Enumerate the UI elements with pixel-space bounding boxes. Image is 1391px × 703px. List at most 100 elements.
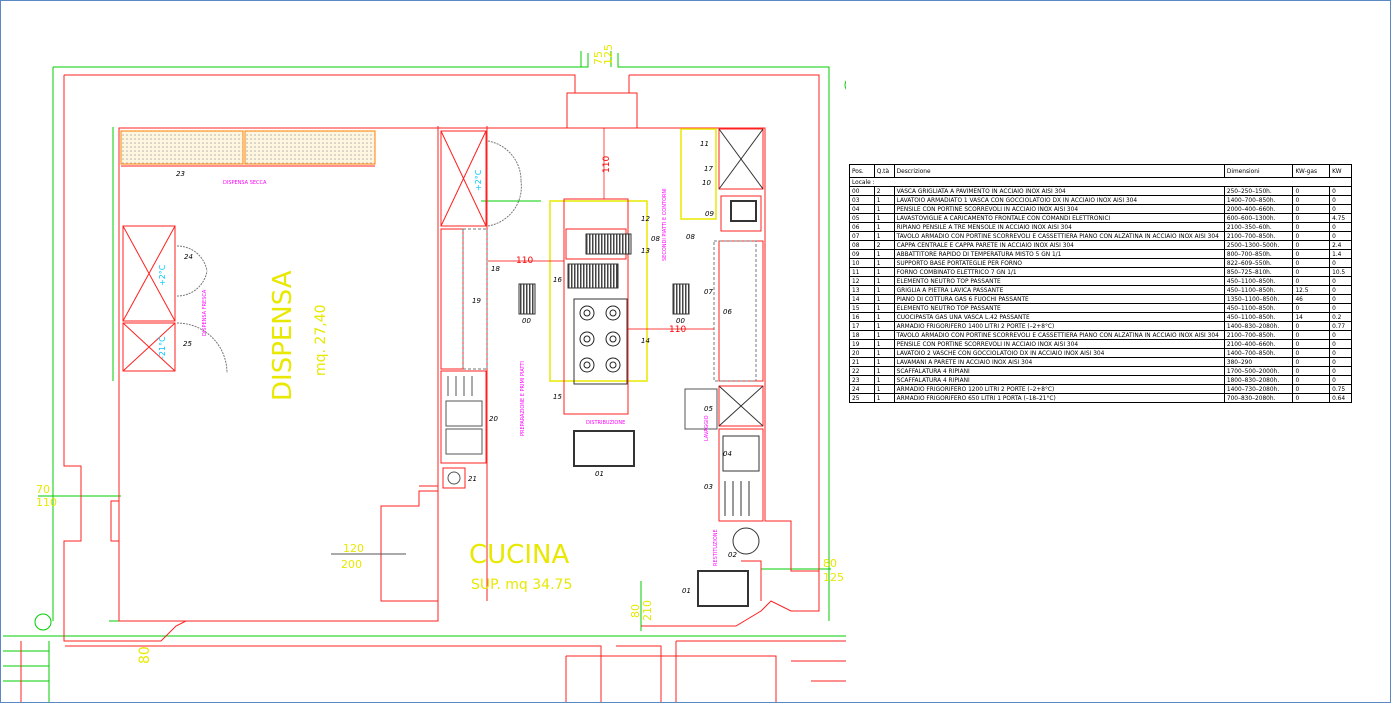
cell-pos: 17 [849, 321, 875, 331]
svg-text:01: 01 [682, 587, 691, 595]
svg-text:07: 07 [704, 288, 713, 296]
cell-kw: 0.2 [1329, 312, 1352, 322]
cell-pos: 19 [849, 339, 875, 349]
hood-08 [549, 200, 648, 382]
cell-dim: 2100–700–850h. [1223, 330, 1294, 340]
dimension-lines [488, 128, 714, 330]
cell-qta: 1 [873, 303, 895, 313]
cell-qta: 1 [873, 267, 895, 277]
cell-kwgas: 0 [1292, 258, 1331, 268]
cell-desc: CAPPA CENTRALE E CAPPA PARETE IN ACCIAIO… [893, 240, 1225, 250]
floor-grate-left [518, 283, 536, 315]
cell-desc: TAVOLO ARMADIO CON PORTINE SCORREVOLI E … [893, 330, 1225, 340]
cell-dim: 450–1100–850h. [1223, 303, 1294, 313]
svg-text:18: 18 [491, 265, 500, 273]
cell-pos: 16 [849, 312, 875, 322]
svg-text:23: 23 [176, 170, 185, 178]
cell-qta: 1 [873, 330, 895, 340]
svg-text:19: 19 [472, 297, 481, 305]
cell-kwgas: 14 [1292, 312, 1331, 322]
cell-desc: CUOCIPASTA GAS UNA VASCA L.42 PASSANTE [893, 312, 1225, 322]
cell-dim: 800–700–850h. [1223, 249, 1294, 259]
svg-text:02: 02 [728, 551, 737, 559]
cell-qta: 1 [873, 312, 895, 322]
svg-text:110: 110 [516, 256, 533, 266]
cell-qta: 1 [873, 384, 895, 394]
cell-kw: 0 [1329, 276, 1352, 286]
svg-text:10: 10 [702, 179, 711, 187]
svg-text:11: 11 [700, 140, 709, 148]
cell-dim: 380–290 [1223, 357, 1294, 367]
dimension-labels: 75 125 70 110 120 200 80 125 80 210 80 [36, 44, 844, 664]
cell-dim: 450–1100–850h. [1223, 285, 1294, 295]
cell-dim: 600–600–1300h. [1223, 213, 1294, 223]
cell-kw: 0 [1329, 357, 1352, 367]
wall-hood-08 [680, 128, 717, 220]
cell-desc: LAVATOIO ARMADIATO 1 VASCA CON GOCCIOLAT… [893, 195, 1225, 205]
cell-qta: 1 [873, 258, 895, 268]
walls [20, 74, 846, 702]
cell-dim: 850–725–810h. [1223, 267, 1294, 277]
cell-kwgas: 0 [1292, 339, 1331, 349]
cell-qta: 2 [873, 240, 895, 250]
svg-text:05: 05 [704, 405, 713, 413]
svg-text:125: 125 [602, 44, 615, 65]
svg-text:110: 110 [36, 496, 57, 509]
cell-kw: 0.75 [1329, 384, 1352, 394]
svg-text:17: 17 [704, 165, 713, 173]
zone-distribuzione: DISTRIBUZIONE [586, 420, 625, 426]
svg-text:125: 125 [823, 571, 844, 584]
svg-text:13: 13 [641, 247, 650, 255]
cell-kwgas: 0 [1292, 267, 1331, 277]
cell-kw: 0 [1329, 204, 1352, 214]
cell-kw: 0 [1329, 258, 1352, 268]
oven-11 [718, 128, 764, 190]
cell-kw: 0 [1329, 375, 1352, 385]
cell-desc: SCAFFALATURA 4 RIPIANI [893, 366, 1225, 376]
handwash-21 [442, 467, 466, 489]
cell-desc: SCAFFALATURA 4 RIPIANI [893, 375, 1225, 385]
header-kw: KW [1329, 164, 1352, 178]
cell-pos: 13 [849, 285, 875, 295]
cell-desc: FORNO COMBINATO ELETTRICO 7 GN 1/1 [893, 267, 1225, 277]
zone-preparazione: PREPARAZIONE E PRIMI PIATTI [520, 361, 526, 436]
dispensa-area: mq. 27,40 [313, 304, 329, 376]
svg-text:24: 24 [184, 253, 193, 261]
cell-kw: 0 [1329, 348, 1352, 358]
cell-pos: 07 [849, 231, 875, 241]
svg-text:20: 20 [489, 415, 498, 423]
cell-kwgas: 0 [1292, 366, 1331, 376]
cell-pos: 24 [849, 384, 875, 394]
shelving-22 [244, 130, 376, 165]
cell-dim: 1800–830–2080h. [1223, 375, 1294, 385]
cell-kwgas: 0 [1292, 393, 1331, 403]
svg-text:25: 25 [183, 340, 192, 348]
cell-kwgas: 0 [1292, 348, 1331, 358]
cell-pos: 20 [849, 348, 875, 358]
cell-qta: 1 [873, 276, 895, 286]
cell-qta: 1 [873, 249, 895, 259]
counter-18 [440, 228, 464, 370]
svg-text:80: 80 [629, 604, 642, 618]
pass-table-01 [573, 430, 635, 467]
cell-pos: 23 [849, 375, 875, 385]
cell-qta: 2 [873, 186, 895, 196]
cucina-title: CUCINA [469, 540, 569, 570]
cell-qta: 1 [873, 213, 895, 223]
cell-dim: 822–609–550h. [1223, 258, 1294, 268]
header-qta: Q.tà [873, 164, 895, 178]
cell-kw: 0 [1329, 303, 1352, 313]
legend-group-row: Locale : [849, 177, 1352, 187]
cell-desc: VASCA GRIGLIATA A PAVIMENTO IN ACCIAIO I… [893, 186, 1225, 196]
cell-kwgas: 0 [1292, 375, 1331, 385]
cell-kw: 1.4 [1329, 249, 1352, 259]
cell-desc: GRIGLIA A PIETRA LAVICA PASSANTE [893, 285, 1225, 295]
